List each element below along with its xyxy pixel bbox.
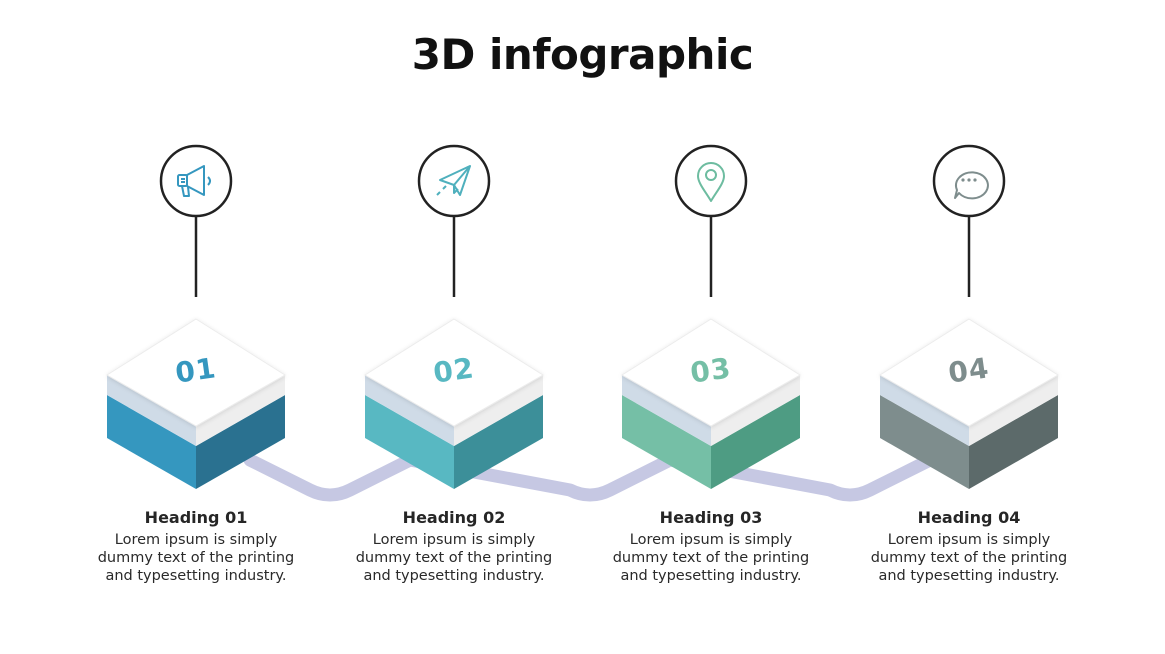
step-description: Lorem ipsum is simply dummy text of the …	[870, 532, 1068, 584]
cube-side-face	[711, 395, 800, 489]
step-number: 03	[688, 351, 733, 389]
cube-top-band-right	[969, 375, 1058, 446]
step-block: 01	[106, 144, 286, 489]
step-caption: Heading 03 Lorem ipsum is simply dummy t…	[601, 508, 821, 585]
icon-circle	[417, 144, 491, 218]
step-block: 02	[364, 144, 544, 489]
cube-top-band-right	[711, 375, 800, 446]
cube-top-band-left	[107, 375, 196, 446]
step-heading: Heading 02	[402, 508, 506, 527]
megaphone-icon	[177, 165, 211, 197]
cube-top-band-right	[454, 375, 543, 446]
step-description: Lorem ipsum is simply dummy text of the …	[97, 532, 295, 584]
location-pin-icon	[697, 162, 725, 202]
step-heading: Heading 03	[659, 508, 763, 527]
chat-bubble-icon	[954, 171, 989, 200]
icon-circle	[159, 144, 233, 218]
step-block: 03	[621, 144, 801, 489]
step-caption: Heading 04 Lorem ipsum is simply dummy t…	[859, 508, 1079, 585]
step-description: Lorem ipsum is simply dummy text of the …	[612, 532, 810, 584]
cube-front-face	[365, 395, 454, 489]
paper-plane-icon	[436, 165, 471, 196]
cube-front-face	[880, 395, 969, 489]
step-caption: Heading 01 Lorem ipsum is simply dummy t…	[86, 508, 306, 585]
step-number: 01	[173, 351, 218, 389]
cube-top-face	[106, 318, 286, 427]
cube-side-face	[969, 395, 1058, 489]
step-block: 04	[879, 144, 1059, 489]
step-number: 04	[946, 351, 991, 389]
cube-top-face	[621, 318, 801, 427]
cube-top-band-left	[365, 375, 454, 446]
page-title: 3D infographic	[411, 30, 754, 79]
cube-front-face	[622, 395, 711, 489]
cube-top-band-right	[196, 375, 285, 446]
step-caption: Heading 02 Lorem ipsum is simply dummy t…	[344, 508, 564, 585]
cube-top-face	[879, 318, 1059, 427]
step-description: Lorem ipsum is simply dummy text of the …	[355, 532, 553, 584]
step-heading: Heading 04	[917, 508, 1021, 527]
cube-front-face	[107, 395, 196, 489]
cube-top-band-left	[880, 375, 969, 446]
cube-top-band-left	[622, 375, 711, 446]
step-heading: Heading 01	[144, 508, 248, 527]
connector-path	[243, 453, 937, 502]
cube-top-face	[364, 318, 544, 427]
step-number: 02	[431, 351, 476, 389]
cube-side-face	[454, 395, 543, 489]
cube-side-face	[196, 395, 285, 489]
